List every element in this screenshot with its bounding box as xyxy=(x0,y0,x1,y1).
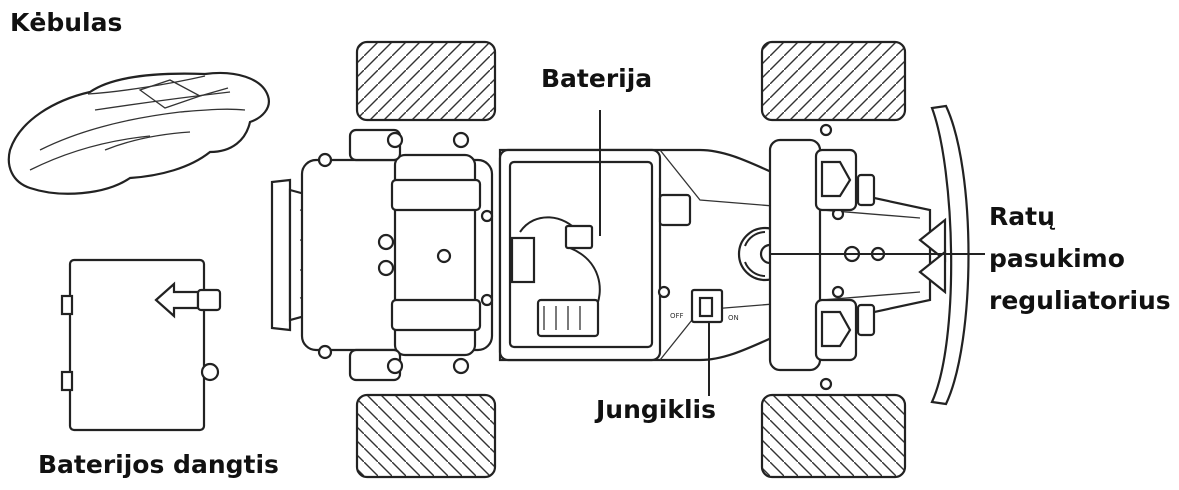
label-switch: Jungiklis xyxy=(596,395,717,424)
switch-on-mark: ON xyxy=(728,314,739,322)
label-battery: Baterija xyxy=(541,64,653,93)
label-car-body: Kėbulas xyxy=(10,8,123,37)
label-battery-cover: Baterijos dangtis xyxy=(38,450,279,479)
switch-off-mark: OFF xyxy=(670,312,684,320)
wheel-rear-left xyxy=(355,393,497,479)
label-steering-line-1: Ratų xyxy=(989,202,1055,231)
car-body-shell xyxy=(7,71,270,195)
wheel-front-right xyxy=(760,40,907,122)
label-steering-trim: Ratų pasukimo reguliatorius xyxy=(989,196,1171,322)
battery-cover-part xyxy=(60,258,222,432)
label-steering-line-2: pasukimo xyxy=(989,244,1125,273)
battery-compartment xyxy=(498,148,692,362)
label-steering-line-3: reguliatorius xyxy=(989,286,1171,315)
power-switch-part: OFF ON xyxy=(657,285,739,324)
wheel-rear-right xyxy=(760,393,907,479)
rear-gearbox xyxy=(300,128,494,382)
wheel-front-left xyxy=(355,40,497,122)
front-bumper xyxy=(918,104,970,406)
leader-lines xyxy=(599,110,985,396)
